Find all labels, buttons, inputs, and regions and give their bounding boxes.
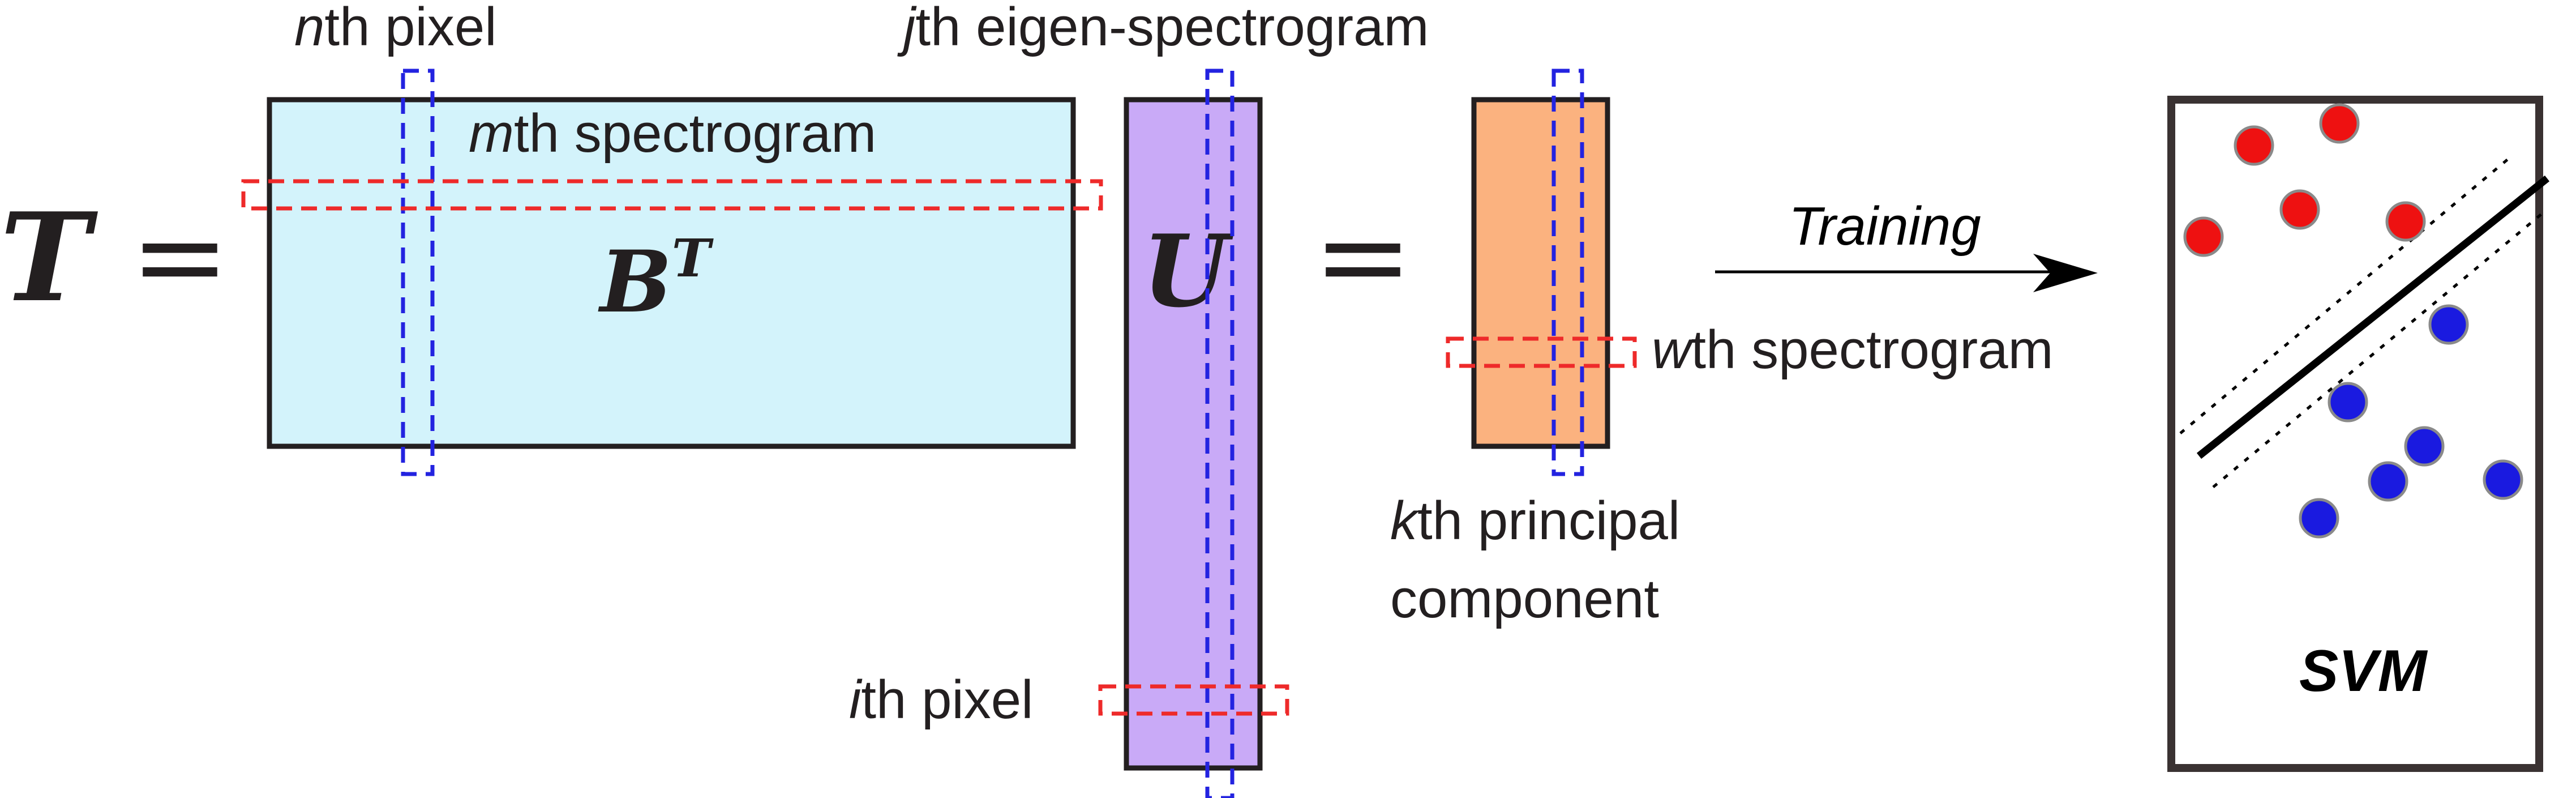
jth-eigen-spectrogram-label: jth eigen-spectrogram: [897, 0, 1429, 57]
red-sample-point: [2319, 103, 2360, 144]
matrix-bt-base: B: [598, 232, 672, 332]
matrix-t-symbol: T: [0, 186, 98, 329]
nth-pixel-label-index: n: [294, 0, 324, 57]
mth-spectrogram-label: mth spectrogram: [469, 103, 876, 164]
matrix-u-symbol: U: [1142, 214, 1234, 330]
blue-sample-point: [2404, 426, 2445, 467]
matrix-bt-symbol: BT: [598, 228, 714, 332]
blue-sample-point: [2428, 304, 2469, 345]
kth-principal-label: kth principal: [1390, 490, 1680, 551]
training-label: Training: [1789, 196, 1981, 257]
jth-eigen-spectrogram-label-index: j: [897, 0, 917, 57]
nth-pixel-highlight: [401, 69, 435, 476]
blue-sample-point: [2368, 461, 2408, 502]
wth-spectrogram-highlight: [1446, 336, 1637, 368]
red-sample-point: [2385, 201, 2426, 242]
training-arrow-head: [2033, 254, 2098, 292]
jth-eigen-spectrogram-highlight: [1205, 69, 1235, 798]
kth-component-label: component: [1390, 569, 1659, 629]
blue-sample-point: [2328, 382, 2368, 423]
kth-principal-label-index: k: [1390, 490, 1420, 551]
mth-spectrogram-label-index: m: [469, 103, 514, 164]
kth-principal-label-text: th principal: [1417, 490, 1680, 551]
blue-sample-point: [2299, 498, 2339, 539]
ith-pixel-label-text: th pixel: [861, 669, 1033, 730]
red-sample-point: [2183, 216, 2224, 257]
nth-pixel-label: nth pixel: [294, 0, 497, 57]
wth-spectrogram-label: wth spectrogram: [1652, 319, 2054, 380]
jth-eigen-spectrogram-label-text: th eigen-spectrogram: [915, 0, 1429, 57]
ith-pixel-highlight: [1098, 684, 1289, 716]
svm-decision-boundary: [2196, 175, 2550, 459]
wth-spectrogram-label-text: th spectrogram: [1691, 319, 2053, 380]
ith-pixel-label-index: i: [849, 669, 863, 730]
red-sample-point: [2279, 189, 2320, 230]
mth-spectrogram-label-text: th spectrogram: [514, 103, 876, 164]
matrix-bt-superscript: T: [672, 228, 714, 289]
mth-spectrogram-highlight: [241, 179, 1103, 211]
svm-label: SVM: [2299, 638, 2428, 704]
kth-component-highlight: [1551, 69, 1584, 476]
equals-sign-left: =: [130, 187, 230, 326]
nth-pixel-label-text: th pixel: [324, 0, 496, 57]
wth-spectrogram-label-index: w: [1652, 319, 1694, 380]
principal-component-box: [1471, 97, 1610, 449]
matrix-u-box: [1124, 97, 1263, 771]
blue-sample-point: [2483, 459, 2523, 500]
ith-pixel-label: ith pixel: [849, 669, 1034, 730]
svm-margin-upper: [2179, 157, 2510, 434]
red-sample-point: [2234, 125, 2274, 166]
svm-margin-lower: [2212, 213, 2543, 488]
equals-sign-right: =: [1313, 187, 1413, 326]
